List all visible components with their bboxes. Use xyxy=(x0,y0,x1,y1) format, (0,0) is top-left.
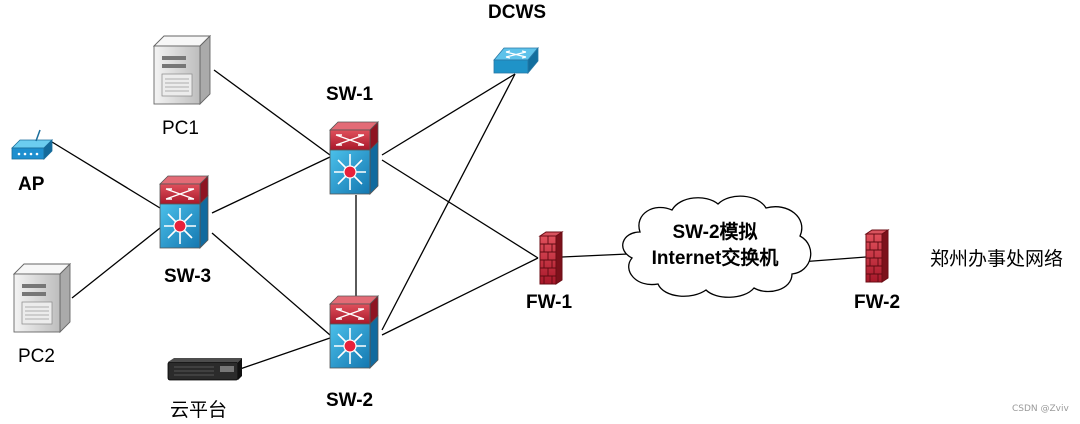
dcws-switch-icon xyxy=(493,46,539,75)
fw1-firewall-icon xyxy=(539,231,563,285)
sw1-label: SW-1 xyxy=(326,84,374,105)
link-sw3-sw1 xyxy=(211,156,331,214)
cloud-label: SW-2模拟 Internet交换机 xyxy=(628,220,802,272)
fw1-label: FW-1 xyxy=(526,292,573,313)
link-pc2-sw3 xyxy=(71,227,161,299)
pc1-server-icon xyxy=(153,35,211,105)
cloud-platform-device-icon xyxy=(167,358,242,381)
watermark: CSDN @Zviv xyxy=(1012,404,1069,414)
link-cloudplatform-sw2 xyxy=(239,337,331,370)
sw1-switch-icon xyxy=(329,121,379,195)
fw2-label: FW-2 xyxy=(854,292,901,313)
link-cloud-fw2 xyxy=(799,256,867,263)
pc1-label: PC1 xyxy=(162,118,199,139)
ap-label: AP xyxy=(18,174,45,195)
fw2-firewall-icon xyxy=(865,229,889,283)
link-sw1-fw1 xyxy=(381,159,539,259)
ap-icon xyxy=(11,129,53,160)
cloud-label-line1: SW-2模拟 xyxy=(672,222,758,243)
sw3-switch-icon xyxy=(159,175,209,249)
dcws-label: DCWS xyxy=(488,2,547,23)
links xyxy=(51,69,867,370)
link-fw1-cloud xyxy=(561,253,629,258)
cloud-platform-label: 云平台 xyxy=(170,399,228,421)
link-pc1-sw1 xyxy=(213,69,331,156)
internet-cloud-shape xyxy=(622,195,812,298)
sw2-label: SW-2 xyxy=(326,390,374,411)
sw3-label: SW-3 xyxy=(164,266,212,287)
link-sw1-dcws xyxy=(381,73,516,156)
pc2-server-icon xyxy=(13,263,71,333)
link-sw3-sw2 xyxy=(211,232,331,336)
zhengzhou-office-network-label: 郑州办事处网络 xyxy=(930,248,1064,270)
sw2-switch-icon xyxy=(329,295,379,369)
pc2-label: PC2 xyxy=(18,346,55,367)
cloud-label-line2: Internet交换机 xyxy=(651,248,779,269)
link-sw2-fw1 xyxy=(381,257,539,336)
link-ap-sw3 xyxy=(51,141,161,209)
